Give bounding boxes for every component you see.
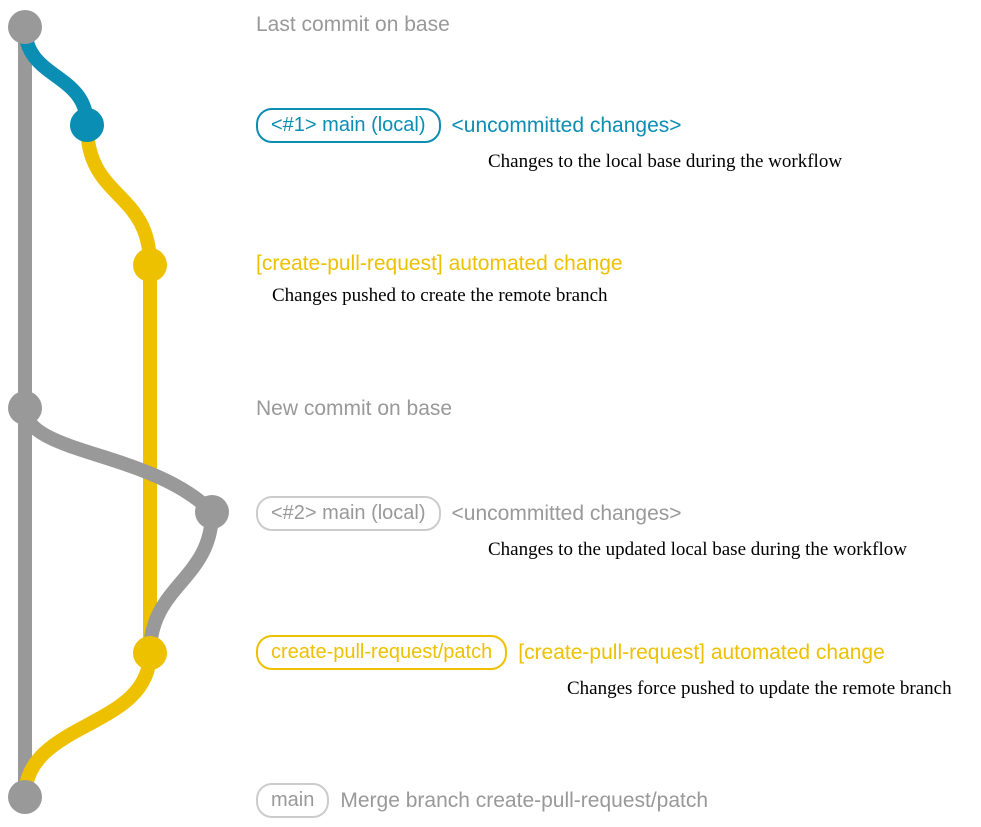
label-line-automated-change-2: create-pull-request/patch [create-pull-r…: [256, 635, 952, 670]
node-base-head[interactable]: [8, 10, 42, 44]
row-new-commit-on-base: New commit on base: [256, 398, 452, 419]
node-local-commit-1[interactable]: [70, 108, 104, 142]
edge-local2-to-patch2: [143, 505, 219, 660]
branch-pill-local-2[interactable]: <#2> main (local): [256, 496, 441, 531]
row-automated-change-2: create-pull-request/patch [create-pull-r…: [256, 635, 952, 698]
node-patch-commit-2[interactable]: [133, 636, 167, 670]
label-line-local-1: <#1> main (local) <uncommitted changes>: [256, 108, 842, 143]
graph-edges: [18, 20, 219, 804]
edge-local1-to-patch1: [80, 118, 157, 272]
edge-base-to-local1: [18, 20, 94, 132]
commit-description-automated-change-1: Changes pushed to create the remote bran…: [272, 285, 608, 306]
row-local-2: <#2> main (local) <uncommitted changes> …: [256, 496, 907, 559]
commit-description-automated-change-2: Changes force pushed to update the remot…: [567, 678, 952, 699]
commit-subject-new-commit-on-base: New commit on base: [256, 397, 453, 420]
node-local-commit-2[interactable]: [195, 495, 229, 529]
branch-pill-local-1[interactable]: <#1> main (local): [256, 108, 441, 143]
row-last-commit-on-base: Last commit on base: [256, 14, 450, 35]
commit-subject-local-2: <uncommitted changes>: [451, 502, 682, 525]
commit-subject-automated-change-2: [create-pull-request] automated change: [518, 641, 885, 664]
node-base-new[interactable]: [8, 391, 42, 425]
commit-description-local-1: Changes to the local base during the wor…: [488, 151, 843, 172]
label-line-local-2: <#2> main (local) <uncommitted changes>: [256, 496, 907, 531]
row-automated-change-1: [create-pull-request] automated change C…: [256, 253, 623, 305]
commit-description-local-2: Changes to the updated local base during…: [488, 539, 907, 560]
row-merge-commit: main Merge branch create-pull-request/pa…: [256, 783, 708, 818]
row-local-1: <#1> main (local) <uncommitted changes> …: [256, 108, 842, 171]
branch-pill-main[interactable]: main: [256, 783, 330, 818]
node-merge[interactable]: [8, 780, 42, 814]
edge-base-to-local2: [18, 401, 219, 519]
commit-subject-local-1: <uncommitted changes>: [451, 114, 682, 137]
graph-nodes: [8, 10, 229, 814]
branch-pill-create-pull-request-patch[interactable]: create-pull-request/patch: [256, 635, 508, 670]
node-patch-commit-1[interactable]: [133, 248, 167, 282]
edge-patch2-to-merge: [18, 646, 157, 804]
commit-subject-last-commit-on-base: Last commit on base: [256, 13, 450, 36]
label-line-merge-commit: main Merge branch create-pull-request/pa…: [256, 783, 708, 818]
commit-subject-automated-change-1: [create-pull-request] automated change: [256, 252, 623, 275]
commit-subject-merge: Merge branch create-pull-request/patch: [340, 789, 709, 812]
